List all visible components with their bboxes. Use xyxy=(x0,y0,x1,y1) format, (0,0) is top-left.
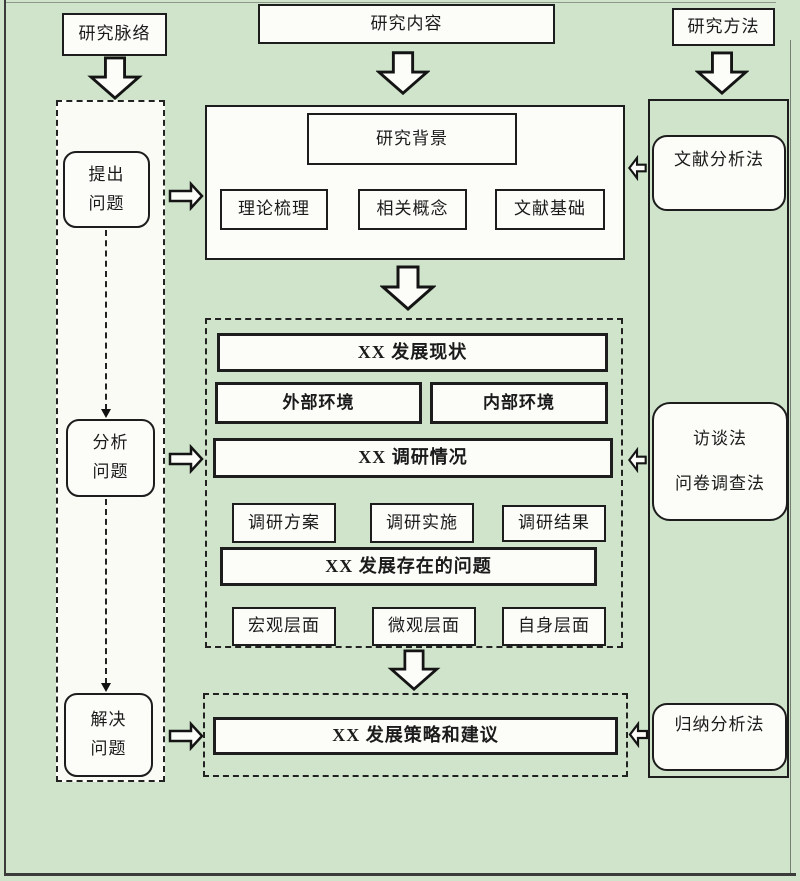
arrow-down-icon xyxy=(87,56,143,100)
micro-level-box: 微观层面 xyxy=(372,607,476,646)
arrowhead-down-icon xyxy=(101,409,111,418)
survey-situation-box: XX 调研情况 xyxy=(213,438,613,478)
development-status-label: XX 发展现状 xyxy=(357,341,468,362)
research-context-box: 研究脉络 xyxy=(62,13,167,56)
research-background-label: 研究背景 xyxy=(376,128,448,148)
external-environment-label: 外部环境 xyxy=(282,392,355,412)
arrow-down-icon xyxy=(695,51,749,95)
arrow-right-icon xyxy=(168,181,204,211)
micro-level-label: 微观层面 xyxy=(388,616,460,636)
page-border-bottom xyxy=(4,873,796,876)
stage-label-line2: 问题 xyxy=(88,193,125,213)
literature-analysis-method-box: 文献分析法 xyxy=(652,135,786,211)
related-concepts-box: 相关概念 xyxy=(358,189,467,230)
arrow-down-icon xyxy=(387,649,441,691)
research-content-label: 研究内容 xyxy=(370,13,443,33)
interview-questionnaire-method-box: 访谈法 问卷调查法 xyxy=(652,402,788,521)
stage-label-line1: 提出 xyxy=(88,164,125,184)
theory-review-label: 理论梳理 xyxy=(238,199,310,219)
strategy-suggestions-box: XX 发展策略和建议 xyxy=(213,717,618,755)
analysis-panel xyxy=(205,318,623,648)
research-method-box: 研究方法 xyxy=(672,8,775,46)
stage-label-line2: 问题 xyxy=(90,739,127,758)
arrow-left-icon xyxy=(627,155,647,181)
research-background-box: 研究背景 xyxy=(307,113,517,165)
macro-level-label: 宏观层面 xyxy=(248,616,320,636)
methods-column-panel xyxy=(648,99,789,778)
survey-implementation-label: 调研实施 xyxy=(386,512,458,532)
development-status-box: XX 发展现状 xyxy=(217,333,608,372)
internal-environment-label: 内部环境 xyxy=(483,392,555,412)
arrowhead-down-icon xyxy=(101,683,111,692)
stage-solve-problem: 解决 问题 xyxy=(64,693,153,777)
arrow-down-icon xyxy=(376,51,430,96)
stage-label-line2: 问题 xyxy=(92,462,129,481)
theory-review-box: 理论梳理 xyxy=(220,189,328,230)
arrow-left-icon xyxy=(627,447,647,473)
survey-results-label: 调研结果 xyxy=(518,513,590,533)
macro-level-box: 宏观层面 xyxy=(232,607,336,646)
research-content-box: 研究内容 xyxy=(258,4,555,44)
dashed-connector xyxy=(105,230,107,410)
questionnaire-method-label: 问卷调查法 xyxy=(675,473,765,493)
research-context-label: 研究脉络 xyxy=(78,24,151,44)
arrow-down-icon xyxy=(380,265,436,311)
dashed-connector xyxy=(105,499,107,684)
survey-implementation-box: 调研实施 xyxy=(370,503,474,543)
existing-problems-label: XX 发展存在的问题 xyxy=(325,555,492,576)
literature-basis-label: 文献基础 xyxy=(514,199,586,219)
induction-analysis-method-box: 归纳分析法 xyxy=(652,703,787,771)
literature-basis-box: 文献基础 xyxy=(495,189,605,230)
self-level-box: 自身层面 xyxy=(502,607,606,646)
arrow-right-icon xyxy=(168,444,204,474)
external-environment-box: 外部环境 xyxy=(215,382,422,424)
arrow-left-icon xyxy=(628,721,649,748)
stage-analyze-problem: 分析 问题 xyxy=(66,419,155,497)
survey-plan-label: 调研方案 xyxy=(248,512,320,532)
research-method-label: 研究方法 xyxy=(687,16,760,36)
internal-environment-box: 内部环境 xyxy=(430,382,608,424)
survey-plan-box: 调研方案 xyxy=(232,503,336,543)
page-border-left xyxy=(4,0,6,876)
page-border-top xyxy=(4,2,776,3)
induction-analysis-method-label: 归纳分析法 xyxy=(674,715,765,734)
existing-problems-box: XX 发展存在的问题 xyxy=(220,547,597,586)
strategy-suggestions-label: XX 发展策略和建议 xyxy=(332,725,499,746)
related-concepts-label: 相关概念 xyxy=(376,199,449,219)
self-level-label: 自身层面 xyxy=(518,616,590,636)
stage-raise-problem: 提出 问题 xyxy=(63,151,150,228)
interview-method-label: 访谈法 xyxy=(693,428,747,448)
survey-results-box: 调研结果 xyxy=(502,505,606,542)
page-border-right xyxy=(790,40,791,874)
survey-situation-label: XX 调研情况 xyxy=(358,447,468,468)
arrow-right-icon xyxy=(168,721,204,751)
stage-label-line1: 分析 xyxy=(92,433,129,453)
stage-label-line1: 解决 xyxy=(90,710,127,730)
literature-analysis-method-label: 文献分析法 xyxy=(674,150,764,169)
strategy-panel xyxy=(203,693,628,777)
